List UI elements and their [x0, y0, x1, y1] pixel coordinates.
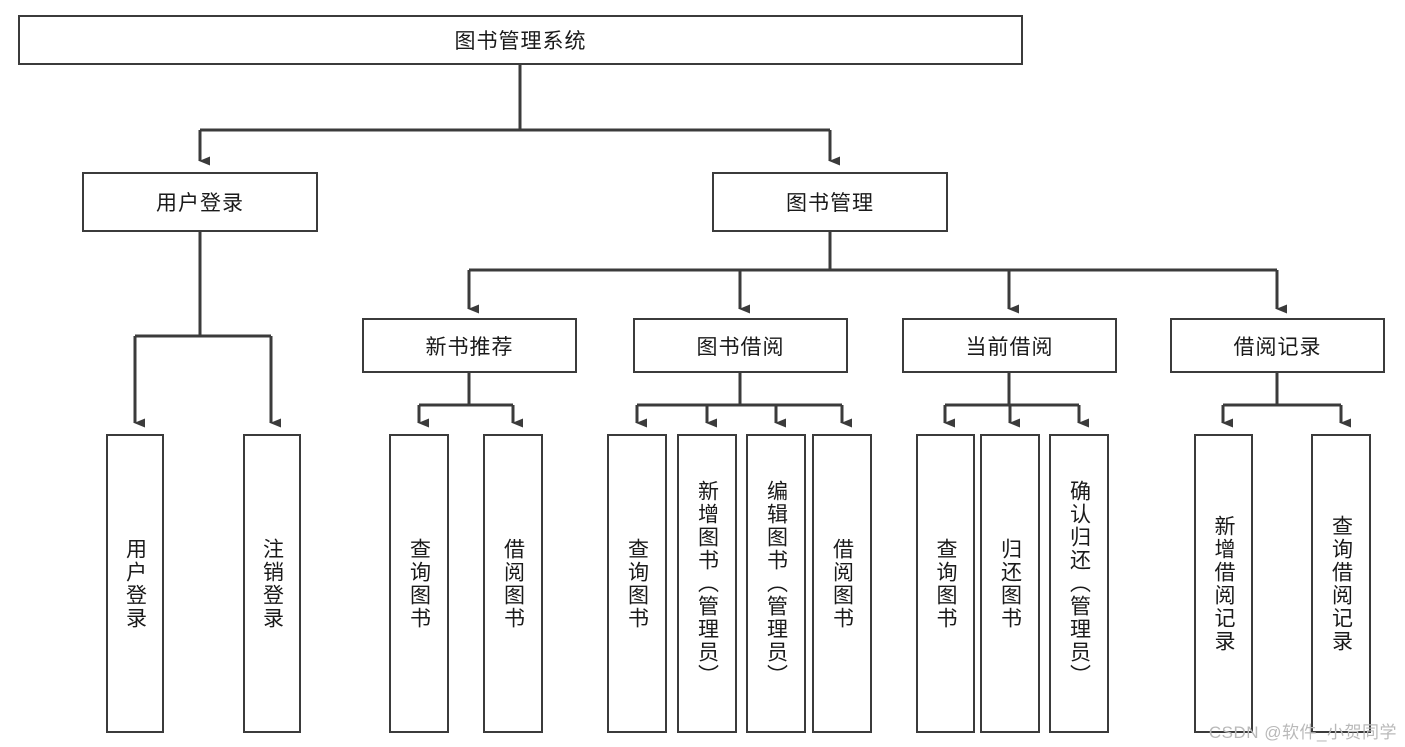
node-leaf-query-book-3[interactable]: 查询图书 — [916, 434, 975, 733]
node-label: 用户登录 — [156, 192, 244, 215]
node-leaf-user-login[interactable]: 用户登录 — [106, 434, 164, 733]
node-label: 借阅图书 — [501, 537, 525, 630]
node-new-book-recommend[interactable]: 新书推荐 — [362, 318, 577, 373]
node-current-borrow[interactable]: 当前借阅 — [902, 318, 1117, 373]
node-label: 编辑图书（管理员） — [764, 480, 788, 687]
node-root[interactable]: 图书管理系统 — [18, 15, 1023, 65]
node-user-login[interactable]: 用户登录 — [82, 172, 318, 232]
node-leaf-user-logout[interactable]: 注销登录 — [243, 434, 301, 733]
node-leaf-query-book-2[interactable]: 查询图书 — [607, 434, 667, 733]
node-leaf-confirm-return[interactable]: 确认归还（管理员） — [1049, 434, 1109, 733]
node-label: 图书管理 — [786, 192, 874, 215]
node-leaf-return-book[interactable]: 归还图书 — [980, 434, 1040, 733]
node-label: 查询图书 — [625, 537, 649, 630]
watermark-text: CSDN @软件_小贺同学 — [1208, 723, 1397, 742]
node-label: 借阅图书 — [830, 537, 854, 630]
node-book-borrow[interactable]: 图书借阅 — [633, 318, 848, 373]
node-label: 注销登录 — [260, 537, 284, 630]
node-borrow-record[interactable]: 借阅记录 — [1170, 318, 1385, 373]
node-leaf-query-record[interactable]: 查询借阅记录 — [1311, 434, 1371, 733]
node-leaf-query-book-1[interactable]: 查询图书 — [389, 434, 449, 733]
node-label: 归还图书 — [998, 537, 1022, 630]
node-leaf-borrow-book-2[interactable]: 借阅图书 — [812, 434, 872, 733]
node-label: 查询图书 — [934, 537, 957, 630]
node-label: 新增借阅记录 — [1212, 514, 1235, 653]
node-label: 用户登录 — [123, 537, 147, 630]
node-leaf-add-record[interactable]: 新增借阅记录 — [1194, 434, 1253, 733]
node-book-manage[interactable]: 图书管理 — [712, 172, 948, 232]
node-label: 确认归还（管理员） — [1067, 480, 1091, 687]
node-leaf-add-book[interactable]: 新增图书（管理员） — [677, 434, 737, 733]
node-label: 图书管理系统 — [454, 30, 587, 53]
node-label: 图书借阅 — [696, 335, 785, 359]
node-leaf-edit-book[interactable]: 编辑图书（管理员） — [746, 434, 806, 733]
node-label: 当前借阅 — [965, 335, 1054, 359]
node-label: 查询借阅记录 — [1329, 514, 1353, 653]
node-label: 借阅记录 — [1233, 335, 1322, 359]
node-label: 新增图书（管理员） — [695, 480, 719, 687]
node-label: 新书推荐 — [425, 335, 514, 359]
node-leaf-borrow-book-1[interactable]: 借阅图书 — [483, 434, 543, 733]
node-label: 查询图书 — [407, 537, 431, 630]
